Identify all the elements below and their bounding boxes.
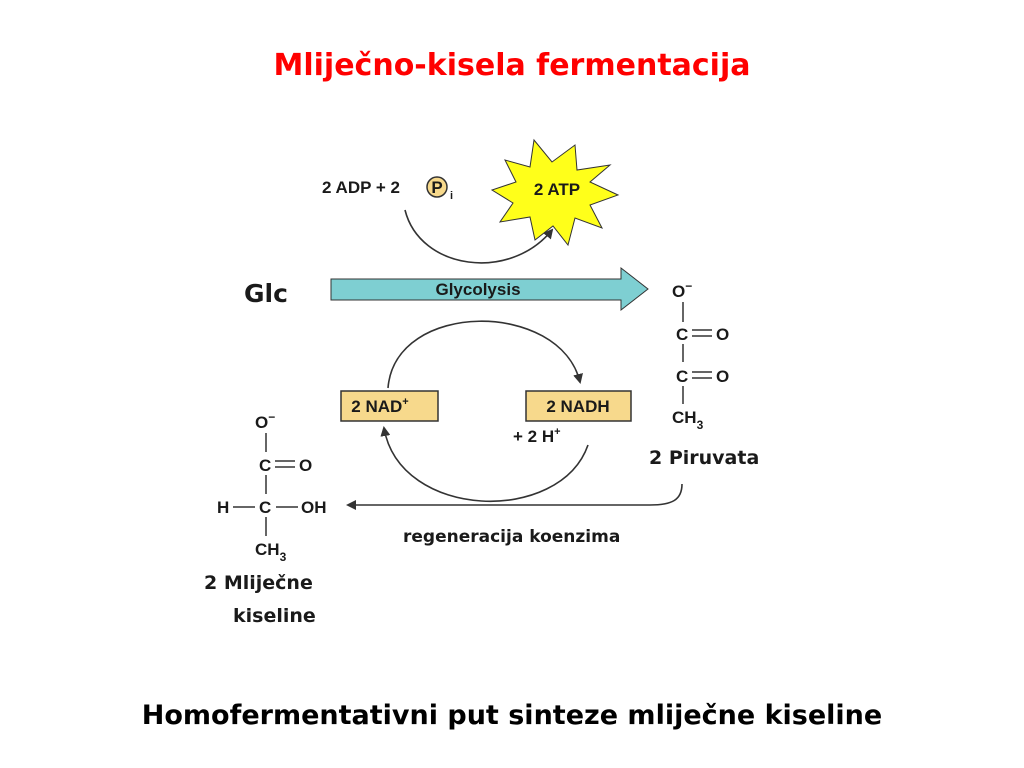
atp-label: 2 ATP — [534, 180, 580, 199]
glycolysis-label: Glycolysis — [435, 280, 520, 299]
slide-title: Mliječno-kisela fermentacija — [273, 48, 751, 83]
slide-subtitle: Homofermentativni put sinteze mliječne k… — [141, 700, 883, 731]
pyruvate-caption: 2 Piruvata — [649, 447, 759, 469]
svg-text:CH3: CH3 — [672, 408, 704, 432]
nadh-oxidation-arrow — [380, 426, 589, 503]
nad-reduction-arrow — [387, 320, 583, 389]
adp-label: 2 ADP + 2 — [322, 178, 400, 197]
nadh-label: 2 NADH — [546, 397, 609, 416]
svg-text:C: C — [259, 456, 271, 475]
svg-text:O−: O− — [255, 410, 275, 432]
svg-text:H: H — [217, 498, 229, 517]
lactate-caption-line1: 2 Mliječne — [204, 572, 313, 594]
svg-text:C: C — [259, 498, 271, 517]
glucose-label: Glc — [244, 279, 288, 308]
svg-text:CH3: CH3 — [255, 540, 287, 564]
regeneration-arrow — [346, 483, 683, 510]
svg-text:C: C — [676, 367, 688, 386]
phosphate-circle-icon — [426, 176, 448, 198]
lactate-caption-line2: kiseline — [233, 605, 316, 627]
pyruvate-structure: O− C O C O CH3 — [672, 279, 729, 432]
svg-text:C: C — [676, 325, 688, 344]
svg-text:O: O — [716, 325, 729, 344]
svg-text:OH: OH — [301, 498, 327, 517]
phosphate-symbol: P — [431, 178, 442, 197]
svg-text:O: O — [716, 367, 729, 386]
lactate-structure: O− C O H C OH CH3 — [217, 410, 327, 564]
nad-label: 2 NAD+ — [351, 396, 408, 416]
regeneration-label: regeneracija koenzima — [403, 527, 620, 547]
phosphate-subscript: i — [450, 190, 453, 202]
atp-formation-arrow — [404, 209, 554, 264]
hydrogen-label: + 2 H+ — [513, 426, 561, 446]
nad-box — [340, 390, 439, 422]
svg-text:O−: O− — [672, 279, 692, 301]
svg-text:O: O — [299, 456, 312, 475]
nadh-box — [525, 390, 632, 422]
glycolysis-arrow — [330, 266, 649, 312]
atp-star-icon — [490, 138, 620, 247]
